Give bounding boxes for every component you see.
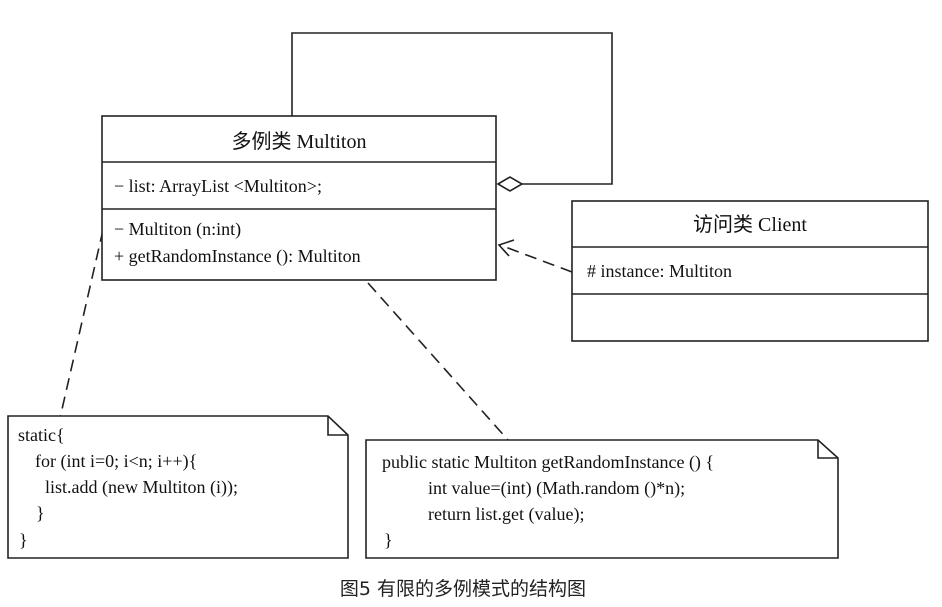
static-note-anchor [59,229,104,419]
open-arrowhead-icon [497,239,515,257]
method-note-line-2: int value=(int) (Math.random ()*n); [428,478,685,499]
aggregation-diamond-icon [496,176,524,192]
static-note-line-1: static{ [18,425,65,445]
multiton-class-box: 多例类 Multiton − list: ArrayList <Multiton… [101,115,497,281]
static-note-line-3: list.add (new Multiton (i)); [45,477,238,498]
static-note-line-2: for (int i=0; i<n; i++){ [35,451,197,472]
static-block-note: static{ for (int i=0; i<n; i++){ list.ad… [7,415,349,559]
client-class-box: 访问类 Client # instance: Multiton [571,200,929,342]
multiton-constructor-operation: − Multiton (n:int) [114,219,241,240]
figure-caption: 图5 有限的多例模式的结构图 [340,578,586,600]
client-instance-attribute: # instance: Multiton [587,261,732,281]
method-note-line-1: public static Multiton getRandomInstance… [382,452,714,473]
method-note-line-4: } [384,530,393,550]
method-note-line-3: return list.get (value); [428,504,584,525]
multiton-get-random-instance-operation: + getRandomInstance (): Multiton [114,246,361,267]
multiton-class-name: 多例类 Multiton [231,130,366,153]
multiton-list-attribute: − list: ArrayList <Multiton>; [114,176,322,196]
self-aggregation-association [291,32,613,192]
static-note-line-5: } [19,530,28,550]
get-random-instance-note: public static Multiton getRandomInstance… [365,439,839,559]
client-dependency-arrow [497,239,573,273]
client-class-name: 访问类 Client [693,213,807,236]
method-note-anchor [367,282,509,441]
static-note-line-4: } [36,503,45,523]
